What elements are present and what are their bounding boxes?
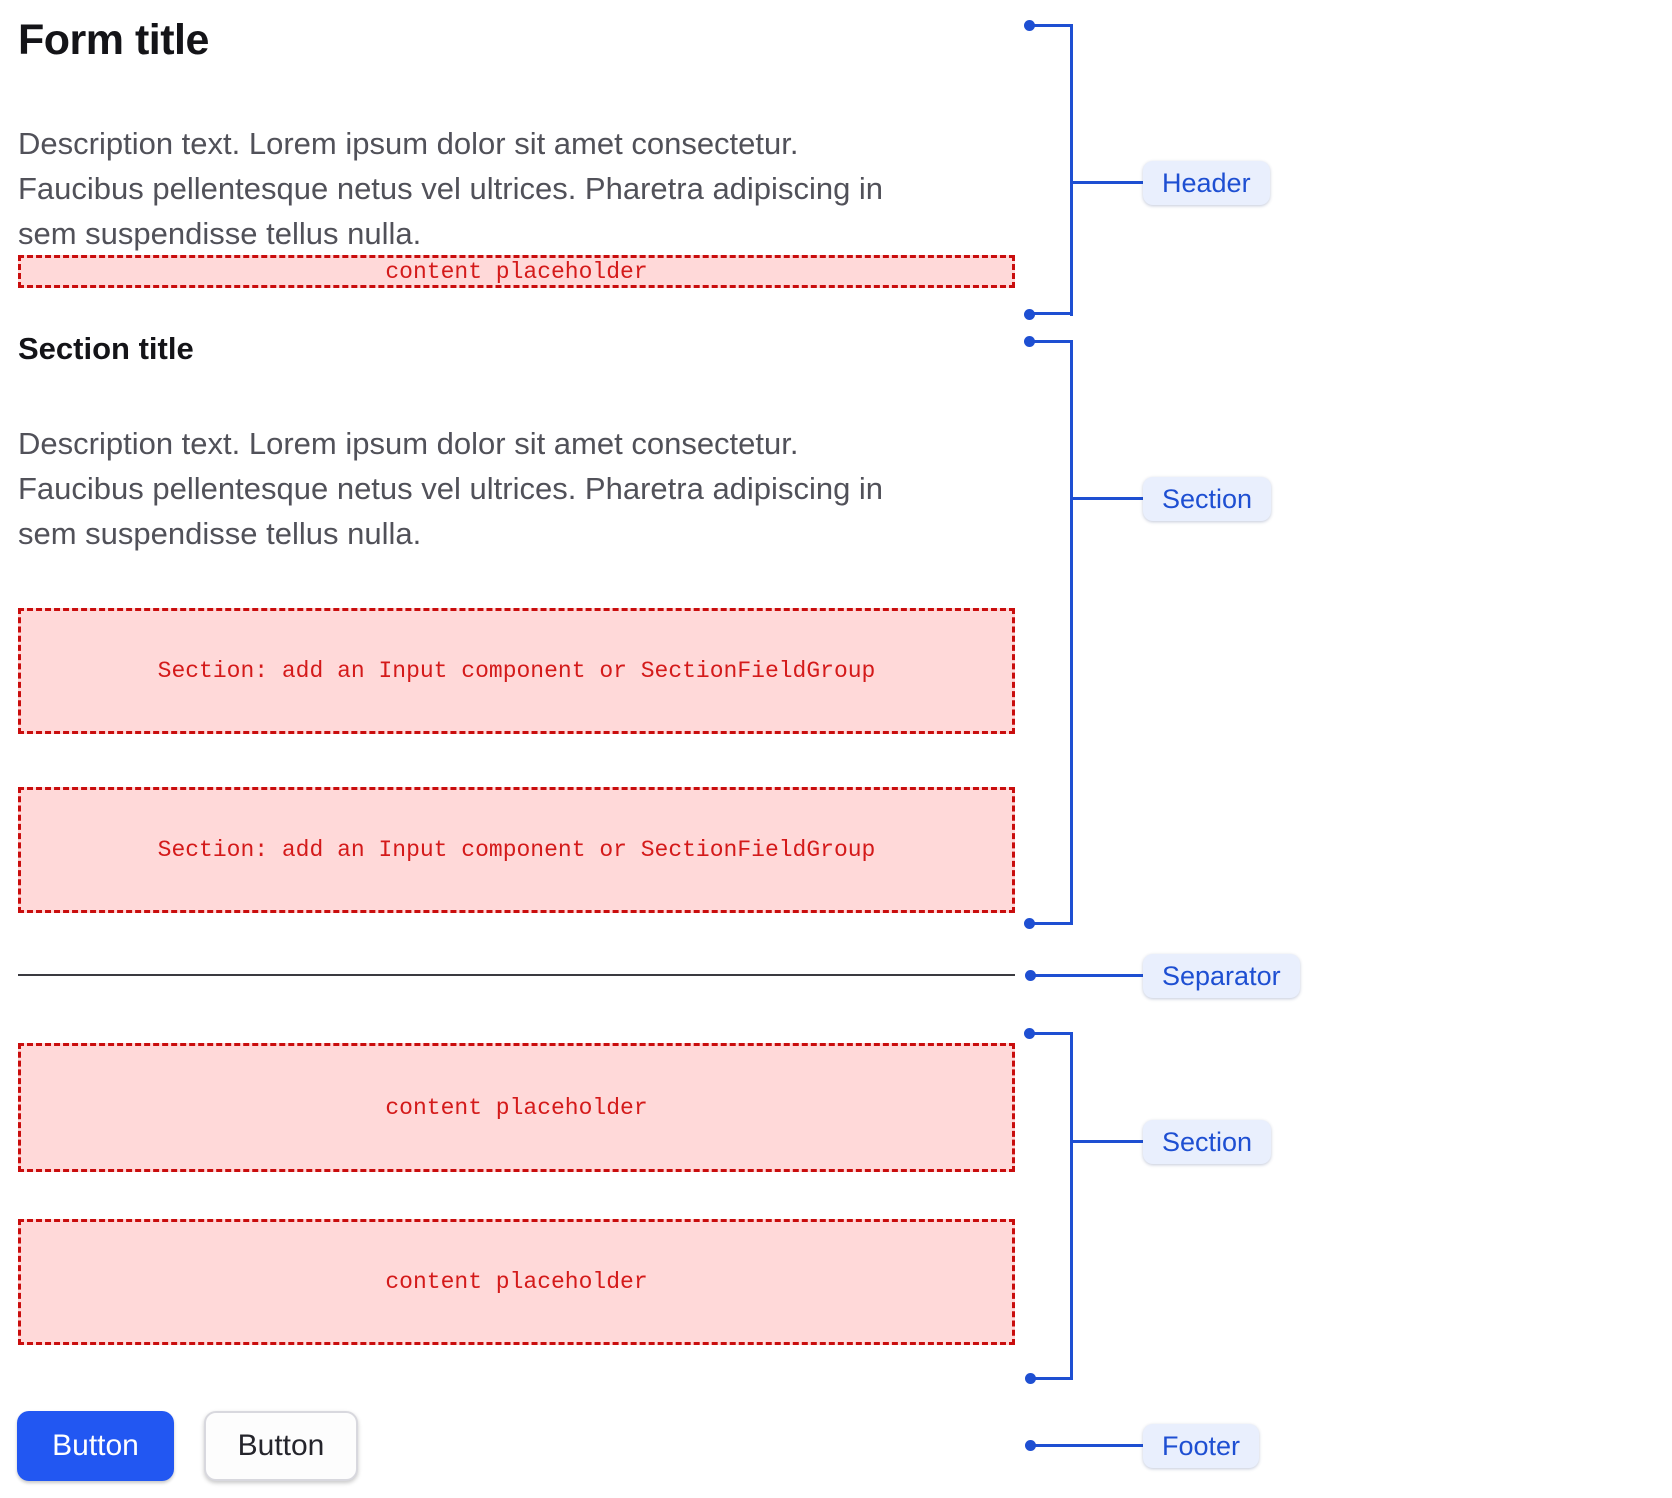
- section-bottom-bracket-vertical-line: [1070, 1032, 1073, 1380]
- section-input-placeholder: Section: add an Input component or Secti…: [18, 787, 1015, 913]
- header-label-connector: [1073, 181, 1143, 184]
- section-top-label-connector: [1073, 497, 1143, 500]
- separator-line: [18, 974, 1015, 976]
- header-bracket-vertical-line: [1070, 24, 1073, 316]
- separator-annotation-label: Separator: [1143, 954, 1300, 998]
- header-bracket-top-line: [1029, 24, 1072, 27]
- section-top-annotation-label: Section: [1143, 477, 1272, 521]
- separator-label-connector: [1030, 974, 1143, 977]
- section-input-placeholder-label: Section: add an Input component or Secti…: [157, 837, 876, 863]
- section-bottom-annotation-label: Section: [1143, 1120, 1272, 1164]
- header-content-placeholder-label: content placeholder: [385, 258, 648, 285]
- section-bottom-bracket-bottom-dot: [1025, 1373, 1036, 1384]
- section-bottom-label-connector: [1073, 1140, 1143, 1143]
- footer-label-connector: [1030, 1444, 1143, 1447]
- section-bottom-bracket-top-line: [1029, 1032, 1072, 1035]
- content-placeholder-label: content placeholder: [385, 1094, 648, 1121]
- section-input-placeholder-label: Section: add an Input component or Secti…: [157, 658, 876, 684]
- primary-button[interactable]: Button: [17, 1411, 174, 1481]
- form-title: Form title: [18, 16, 209, 64]
- section-description: Description text. Lorem ipsum dolor sit …: [18, 426, 884, 551]
- content-placeholder: content placeholder: [18, 1219, 1015, 1345]
- section-top-bracket-top-line: [1029, 340, 1072, 343]
- content-placeholder: content placeholder: [18, 1043, 1015, 1172]
- header-bracket-bottom-line: [1029, 312, 1072, 315]
- secondary-button[interactable]: Button: [204, 1411, 358, 1481]
- header-annotation-label: Header: [1143, 161, 1270, 205]
- header-content-placeholder: content placeholder: [18, 255, 1015, 288]
- header-bracket-bottom-dot: [1024, 309, 1035, 320]
- section-top-bracket-bottom-dot: [1024, 918, 1035, 929]
- section-input-placeholder: Section: add an Input component or Secti…: [18, 608, 1015, 734]
- section-top-bracket-bottom-line: [1029, 922, 1072, 925]
- section-title: Section title: [18, 331, 194, 366]
- footer-annotation-label: Footer: [1143, 1424, 1260, 1468]
- section-top-bracket-vertical-line: [1070, 340, 1073, 925]
- content-placeholder-label: content placeholder: [385, 1269, 648, 1295]
- section-bottom-bracket-bottom-line: [1030, 1377, 1073, 1380]
- form-description: Description text. Lorem ipsum dolor sit …: [18, 126, 884, 251]
